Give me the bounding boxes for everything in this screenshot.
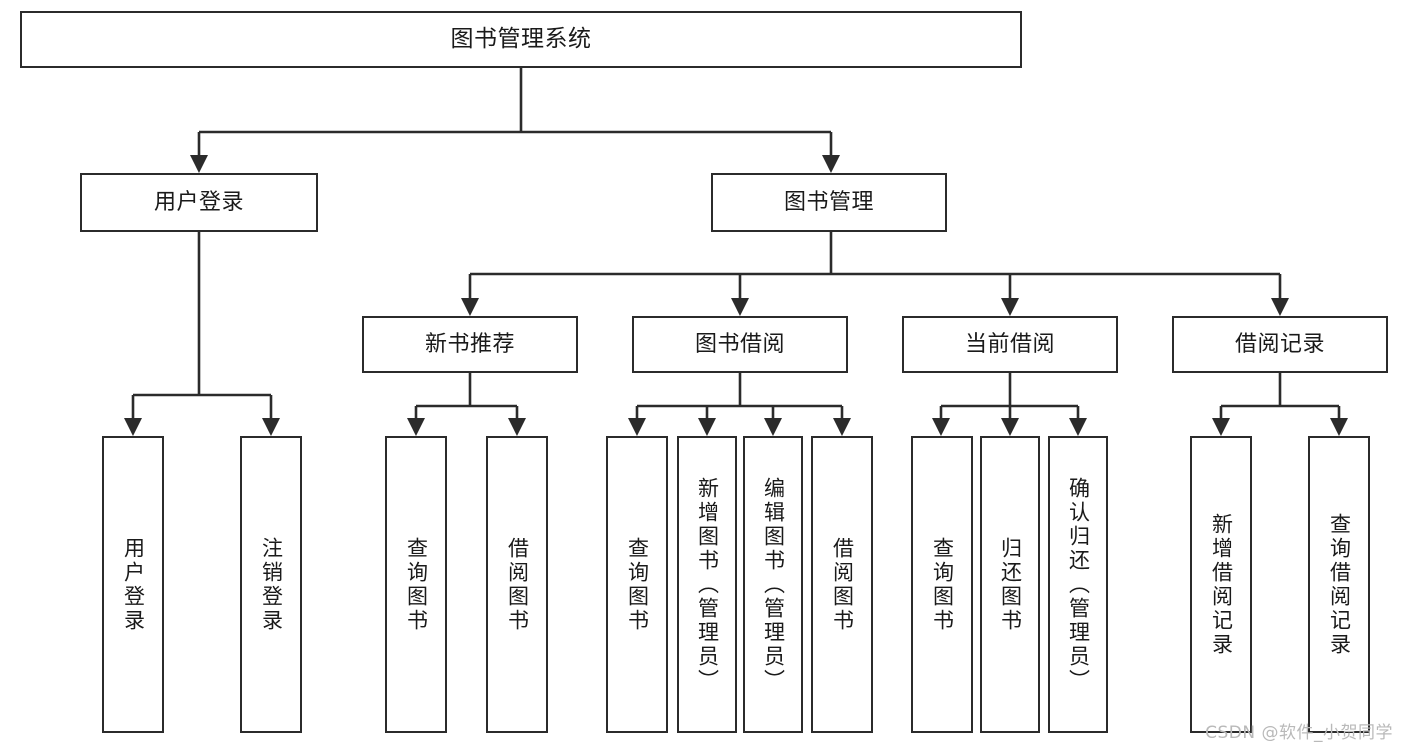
node-label: 查询借阅记录 (1327, 512, 1352, 657)
node-leaf-add-book-admin[interactable]: 新增图书（管理员） (677, 436, 737, 733)
node-label: 当前借阅 (964, 331, 1055, 357)
node-label: 注销登录 (259, 536, 284, 633)
node-label: 图书借阅 (694, 331, 785, 357)
node-new-book-recommendation[interactable]: 新书推荐 (362, 316, 578, 373)
node-leaf-query-book-current[interactable]: 查询图书 (911, 436, 973, 733)
node-borrow-record[interactable]: 借阅记录 (1172, 316, 1388, 373)
node-label: 借阅记录 (1234, 331, 1325, 357)
node-label: 归还图书 (998, 536, 1023, 633)
node-leaf-add-borrow-record[interactable]: 新增借阅记录 (1190, 436, 1252, 733)
node-label: 图书管理系统 (450, 25, 592, 52)
node-book-manage[interactable]: 图书管理 (711, 173, 947, 232)
node-label: 新增借阅记录 (1209, 512, 1234, 657)
node-label: 用户登录 (121, 536, 146, 633)
node-label: 借阅图书 (830, 536, 855, 633)
node-leaf-return-book[interactable]: 归还图书 (980, 436, 1040, 733)
node-user-login[interactable]: 用户登录 (80, 173, 318, 232)
node-leaf-query-book-borrow[interactable]: 查询图书 (606, 436, 668, 733)
node-leaf-borrow-book-recommendation[interactable]: 借阅图书 (486, 436, 548, 733)
node-leaf-confirm-return-admin[interactable]: 确认归还（管理员） (1048, 436, 1108, 733)
node-leaf-query-book-recommendation[interactable]: 查询图书 (385, 436, 447, 733)
node-leaf-user-login[interactable]: 用户登录 (102, 436, 164, 733)
node-label: 查询图书 (625, 536, 650, 633)
node-label: 确认归还（管理员） (1066, 476, 1091, 693)
node-leaf-logout[interactable]: 注销登录 (240, 436, 302, 733)
node-leaf-query-borrow-record[interactable]: 查询借阅记录 (1308, 436, 1370, 733)
node-root-system[interactable]: 图书管理系统 (20, 11, 1022, 68)
node-label: 借阅图书 (505, 536, 530, 633)
node-current-borrow[interactable]: 当前借阅 (902, 316, 1118, 373)
node-label: 用户登录 (153, 189, 244, 215)
node-label: 新增图书（管理员） (695, 476, 720, 693)
node-leaf-borrow-book-borrow[interactable]: 借阅图书 (811, 436, 873, 733)
node-label: 查询图书 (930, 536, 955, 633)
node-book-borrow[interactable]: 图书借阅 (632, 316, 848, 373)
node-label: 图书管理 (783, 189, 874, 215)
node-label: 新书推荐 (424, 331, 515, 357)
node-label: 编辑图书（管理员） (761, 476, 786, 693)
node-leaf-edit-book-admin[interactable]: 编辑图书（管理员） (743, 436, 803, 733)
node-label: 查询图书 (404, 536, 429, 633)
